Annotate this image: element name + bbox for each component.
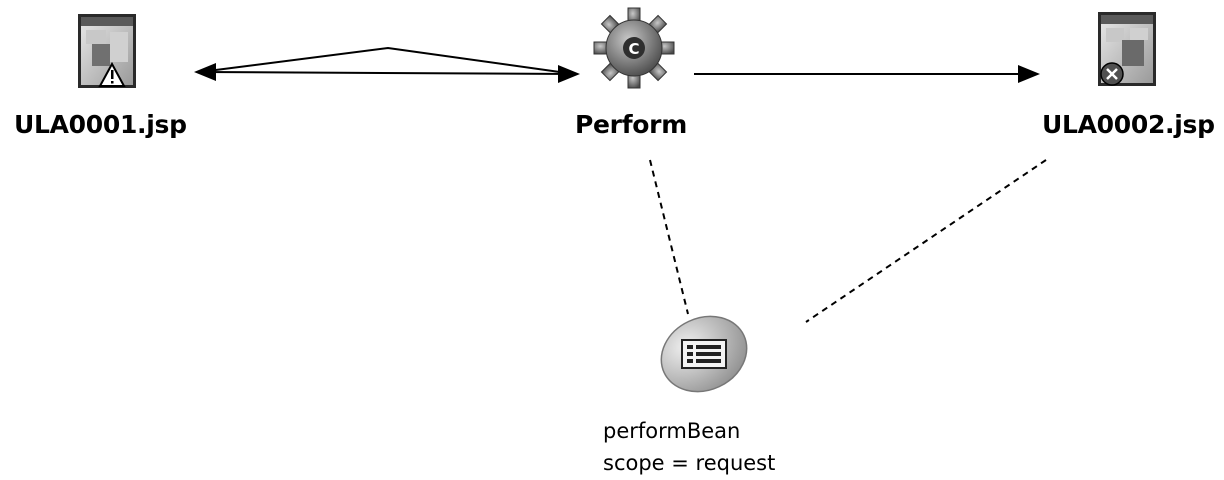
svg-text:C: C (628, 40, 639, 58)
edge-jsp1-perform[interactable] (194, 46, 580, 83)
bean-scope-label: scope = request (603, 451, 776, 475)
jsp2-label: ULA0002.jsp (1042, 110, 1215, 139)
arrowhead-right (1018, 65, 1040, 83)
edge-perform-jsp2[interactable] (694, 65, 1040, 83)
perform-label: Perform (575, 110, 687, 139)
association-jsp2-bean[interactable] (805, 159, 1047, 323)
gear-action-icon[interactable]: C (593, 7, 675, 89)
jsp1-label: ULA0001.jsp (14, 110, 187, 139)
jsp-page-error-icon[interactable] (1098, 12, 1156, 86)
bean-name-label: performBean (603, 419, 741, 443)
bean-icon[interactable] (649, 303, 759, 405)
arrowhead-left (194, 63, 216, 81)
arrowhead-right (558, 65, 580, 83)
jsp-page-warning-icon[interactable] (78, 14, 136, 88)
association-perform-bean[interactable] (649, 159, 689, 315)
